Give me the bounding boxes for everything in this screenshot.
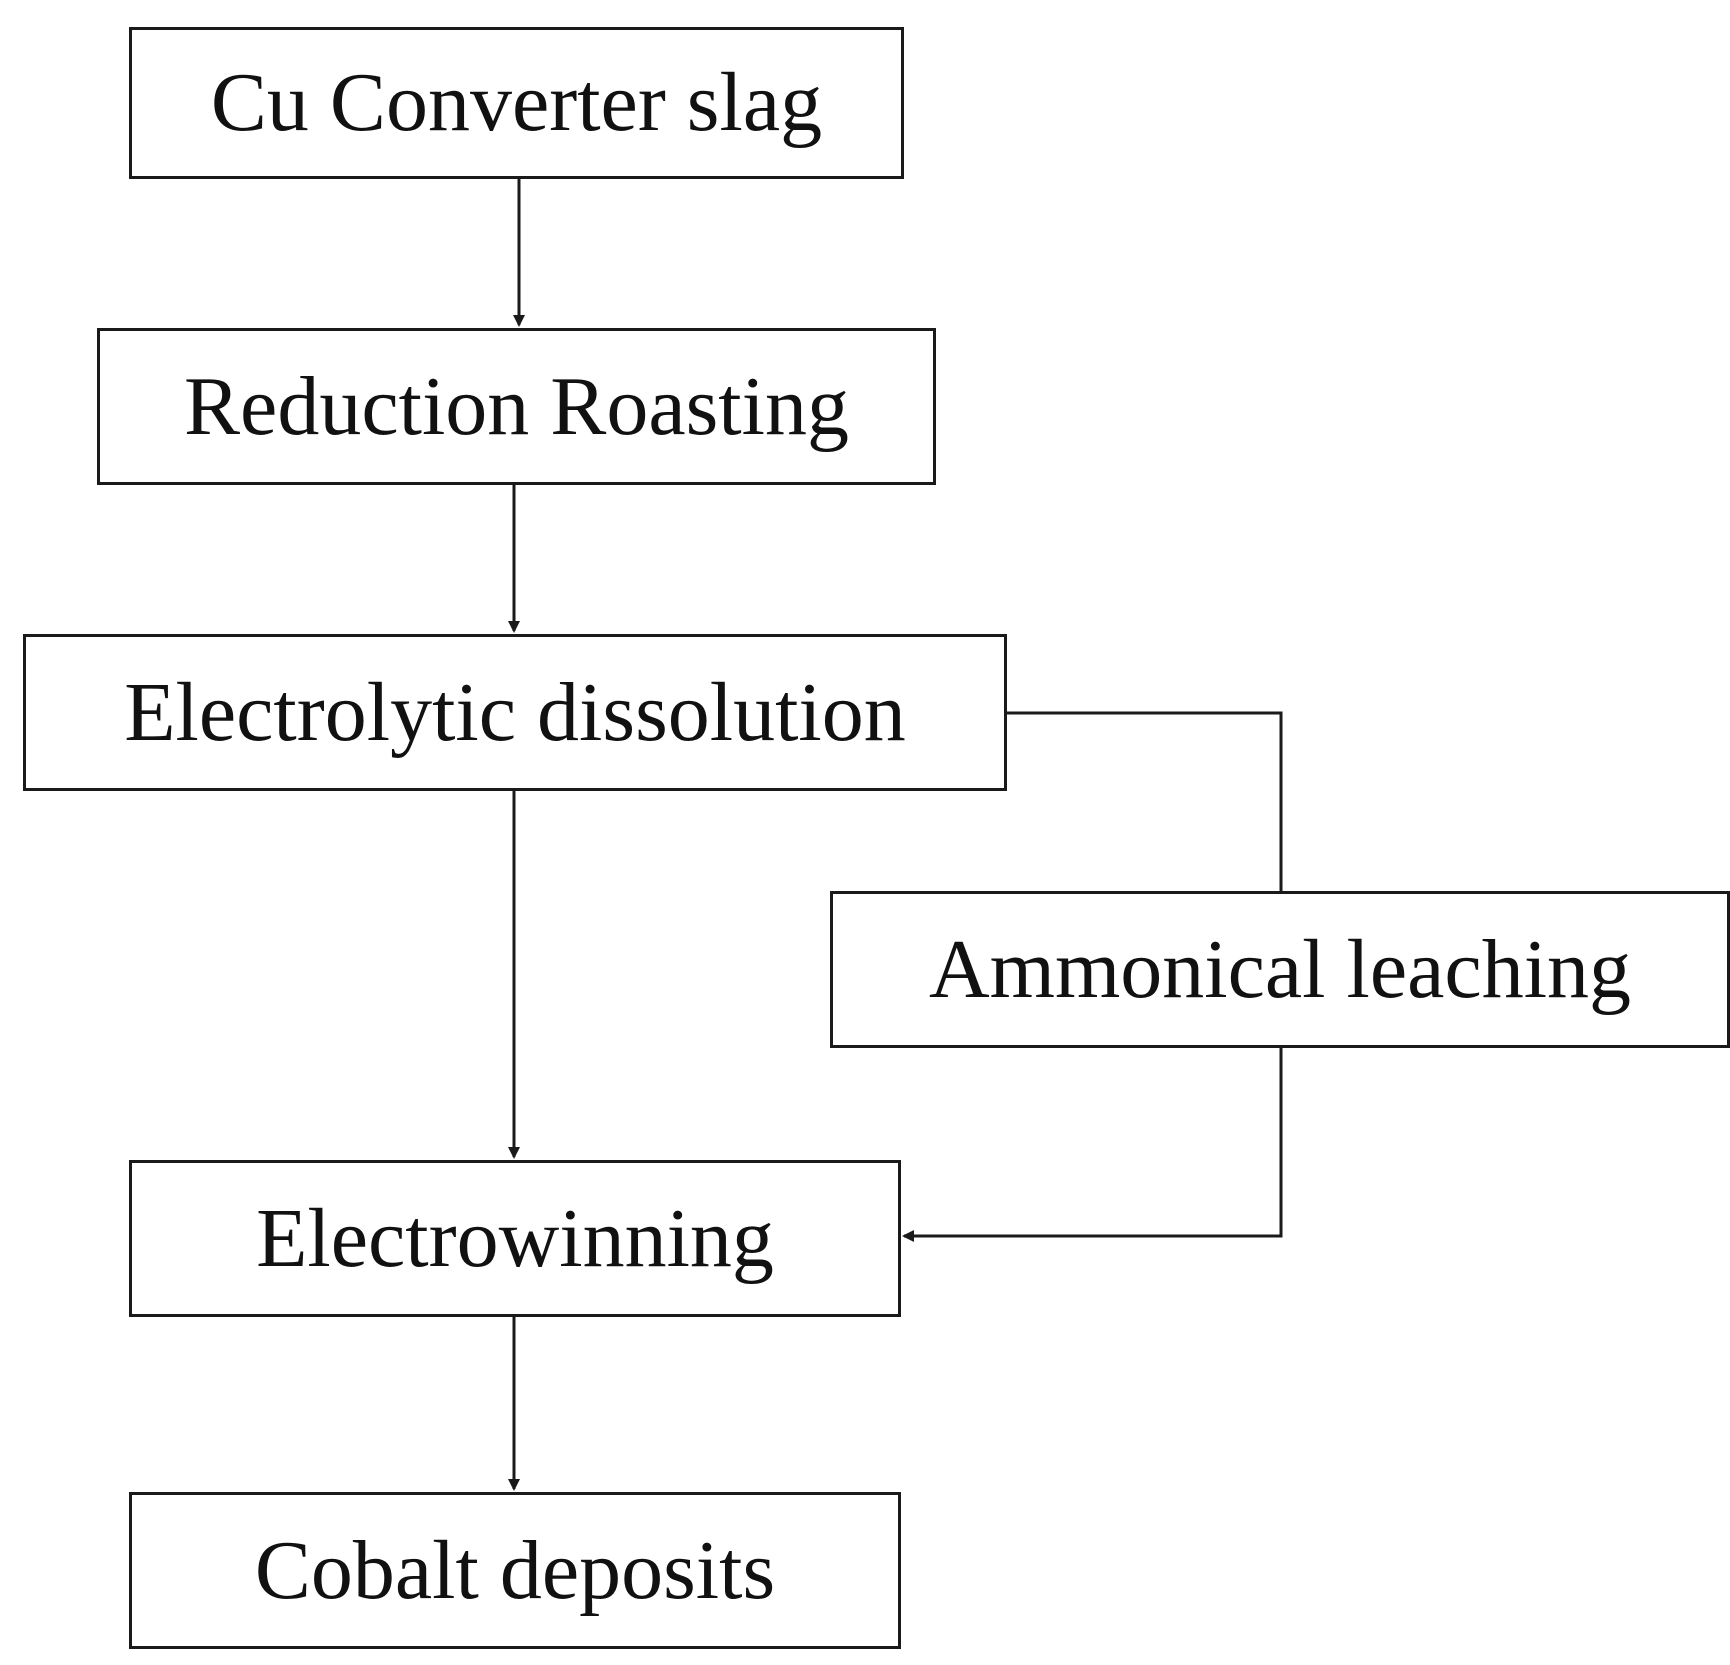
node-cobalt-deposits: Cobalt deposits <box>129 1492 901 1649</box>
node-label: Ammonical leaching <box>928 922 1632 1016</box>
node-label: Cobalt deposits <box>254 1523 776 1617</box>
node-label: Cu Converter slag <box>210 56 823 149</box>
line-dissolution-to-ammonical <box>1007 711 1283 891</box>
node-label: Electrolytic dissolution <box>124 665 906 759</box>
node-label: Electrowinning <box>256 1191 774 1285</box>
node-reduction-roasting: Reduction Roasting <box>97 328 936 485</box>
node-electrolytic-dissolution: Electrolytic dissolution <box>23 634 1007 791</box>
node-electrowinning: Electrowinning <box>129 1160 901 1317</box>
node-label: Reduction Roasting <box>184 359 849 453</box>
node-ammonical-leaching: Ammonical leaching <box>830 891 1730 1048</box>
node-cu-converter-slag: Cu Converter slag <box>129 27 904 179</box>
arrow-ammonical-to-electrowinning <box>902 1048 1283 1242</box>
